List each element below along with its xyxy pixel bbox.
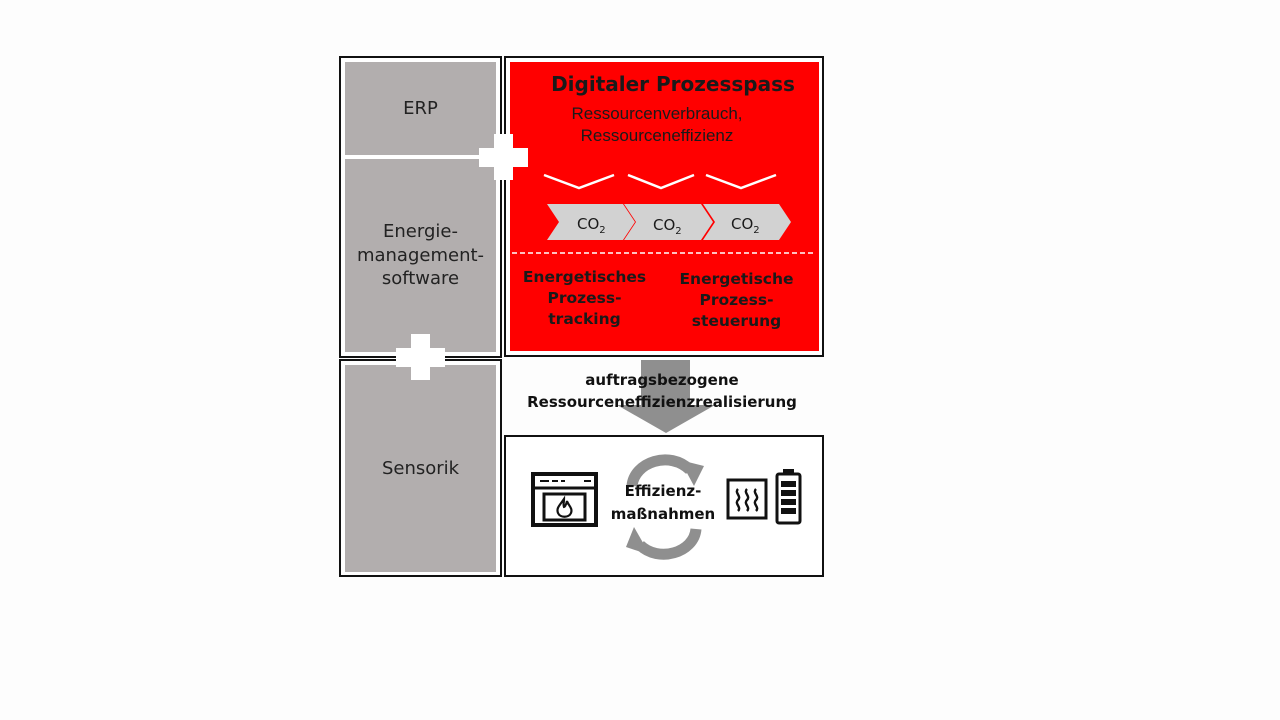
energy-management-box: Energie- management- software bbox=[345, 159, 496, 352]
eff-line1: Effizienz- bbox=[624, 482, 702, 500]
co2-label-3: CO2 bbox=[731, 215, 760, 236]
plus-connector-bottom-v bbox=[411, 334, 430, 380]
process-tracking-label: Energetisches Prozess- tracking bbox=[518, 267, 651, 330]
subtitle-line2: Ressourceneffizienz bbox=[580, 126, 734, 146]
plus-connector-top-v bbox=[494, 134, 513, 180]
co2-label-1: CO2 bbox=[577, 215, 606, 236]
co2-label-2: CO2 bbox=[653, 216, 682, 237]
process-pass-title: Digitaler Prozesspass bbox=[551, 72, 795, 96]
chevron-line-2 bbox=[627, 173, 695, 190]
control-line2: Prozess- bbox=[699, 290, 774, 309]
cycle-arrow-bottom-icon bbox=[626, 527, 702, 560]
co2-arrow-3 bbox=[703, 204, 791, 240]
subtitle-line1: Ressourcenverbrauch, bbox=[571, 104, 743, 123]
sensorik-box: Sensorik bbox=[345, 365, 496, 572]
efficiency-measures-label: Effizienz- maßnahmen bbox=[601, 480, 725, 525]
erp-box: ERP bbox=[345, 62, 496, 155]
mid-line2: Ressourceneffizienzrealisierung bbox=[527, 392, 797, 411]
tracking-line3: tracking bbox=[548, 309, 621, 328]
down-arrow bbox=[617, 360, 715, 433]
heater-icon bbox=[726, 478, 768, 520]
co2-arrow-1 bbox=[547, 204, 635, 240]
sensorik-label: Sensorik bbox=[381, 457, 460, 479]
ems-label-line3: software bbox=[381, 268, 460, 290]
control-line3: steuerung bbox=[691, 311, 782, 330]
process-pass-subtitle: Ressourcenverbrauch, Ressourceneffizienz bbox=[510, 103, 804, 147]
co2-arrow-2 bbox=[624, 204, 713, 240]
battery-icon bbox=[775, 469, 802, 525]
mid-line1: auftragsbezogene bbox=[585, 371, 739, 389]
order-related-efficiency-label: auftragsbezogene Ressourceneffizienzreal… bbox=[514, 370, 810, 414]
chevron-line-1 bbox=[543, 173, 615, 190]
chevron-line-3 bbox=[705, 173, 777, 190]
cycle-arrow-top-icon bbox=[626, 454, 704, 488]
ems-label-line1: Energie- bbox=[383, 220, 458, 242]
tracking-line2: Prozess- bbox=[547, 288, 622, 307]
furnace-icon bbox=[531, 472, 598, 527]
ems-label-line2: management- bbox=[356, 244, 485, 266]
process-control-label: Energetische Prozess- steuerung bbox=[670, 269, 803, 332]
erp-label: ERP bbox=[403, 97, 438, 119]
control-line1: Energetische bbox=[679, 270, 794, 288]
erp-divider bbox=[345, 155, 496, 159]
tracking-line1: Energetisches bbox=[522, 268, 647, 286]
eff-line2: maßnahmen bbox=[610, 504, 716, 523]
process-graphic: CO2 CO2 CO2 bbox=[512, 173, 816, 254]
